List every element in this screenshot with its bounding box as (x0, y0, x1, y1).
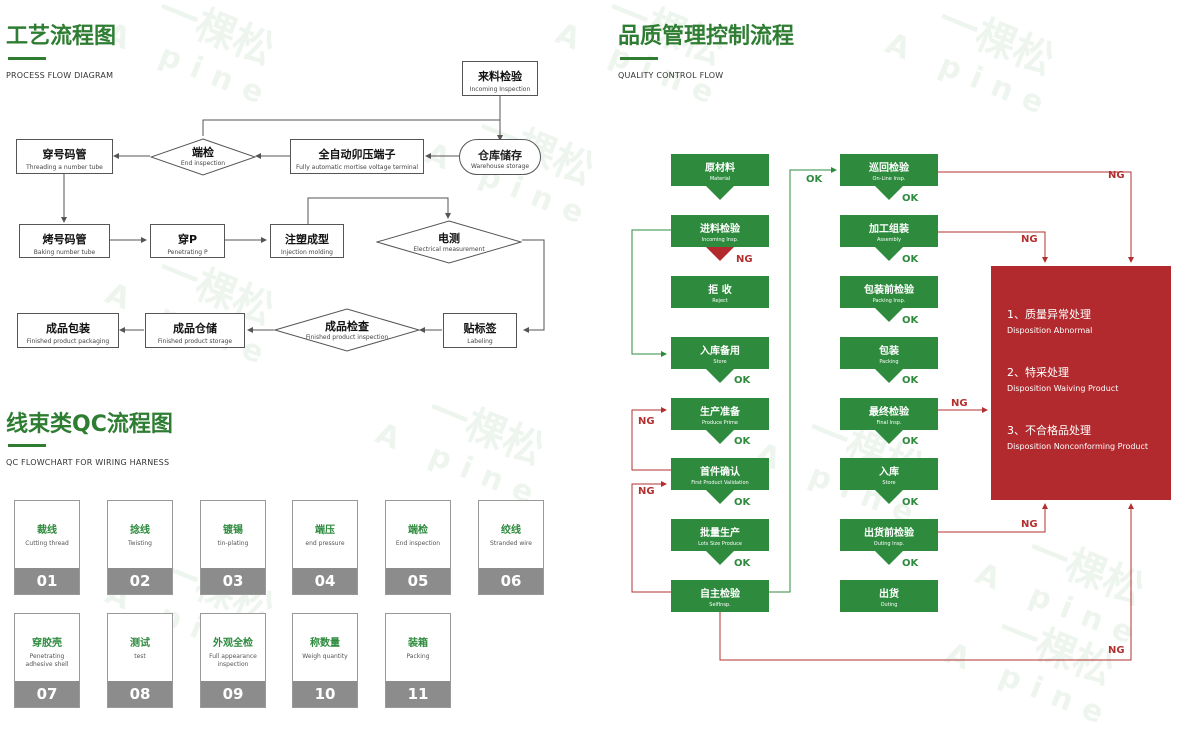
ok-label: OK (902, 375, 919, 386)
ng-label: NG (736, 254, 753, 265)
ok-label: OK (902, 315, 919, 326)
ng-label: NG (1108, 645, 1125, 656)
ng-label: NG (638, 486, 655, 497)
quality-title: 品质管理控制流程 (618, 24, 795, 49)
ok-label: OK (902, 497, 919, 508)
quality-subtitle: QUALITY CONTROL FLOW (618, 71, 724, 80)
ok-label: OK (734, 558, 751, 569)
ok-label: OK (734, 497, 751, 508)
connector-lines (61, 96, 1134, 661)
flow-triangles (706, 186, 903, 565)
process-title: 工艺流程图 (6, 24, 117, 49)
ok-label: OK (734, 436, 751, 447)
ok-label: OK (902, 558, 919, 569)
title-underline (8, 57, 46, 60)
harness-title: 线束类QC流程图 (6, 412, 173, 437)
harness-subtitle: QC FLOWCHART FOR WIRING HARNESS (6, 458, 170, 467)
process-subtitle: PROCESS FLOW DIAGRAM (6, 71, 114, 80)
ok-label: OK (902, 254, 919, 265)
ng-label: NG (1021, 234, 1038, 245)
title-underline (8, 444, 46, 447)
title-underline (620, 57, 658, 60)
ng-label: NG (1108, 170, 1125, 181)
ok-label: OK (902, 193, 919, 204)
ok-label: OK (734, 375, 751, 386)
ng-label: NG (951, 398, 968, 409)
ok-label: OK (902, 436, 919, 447)
ng-label: NG (638, 416, 655, 427)
ng-label: NG (1021, 519, 1038, 530)
ok-label: OK (806, 174, 823, 185)
